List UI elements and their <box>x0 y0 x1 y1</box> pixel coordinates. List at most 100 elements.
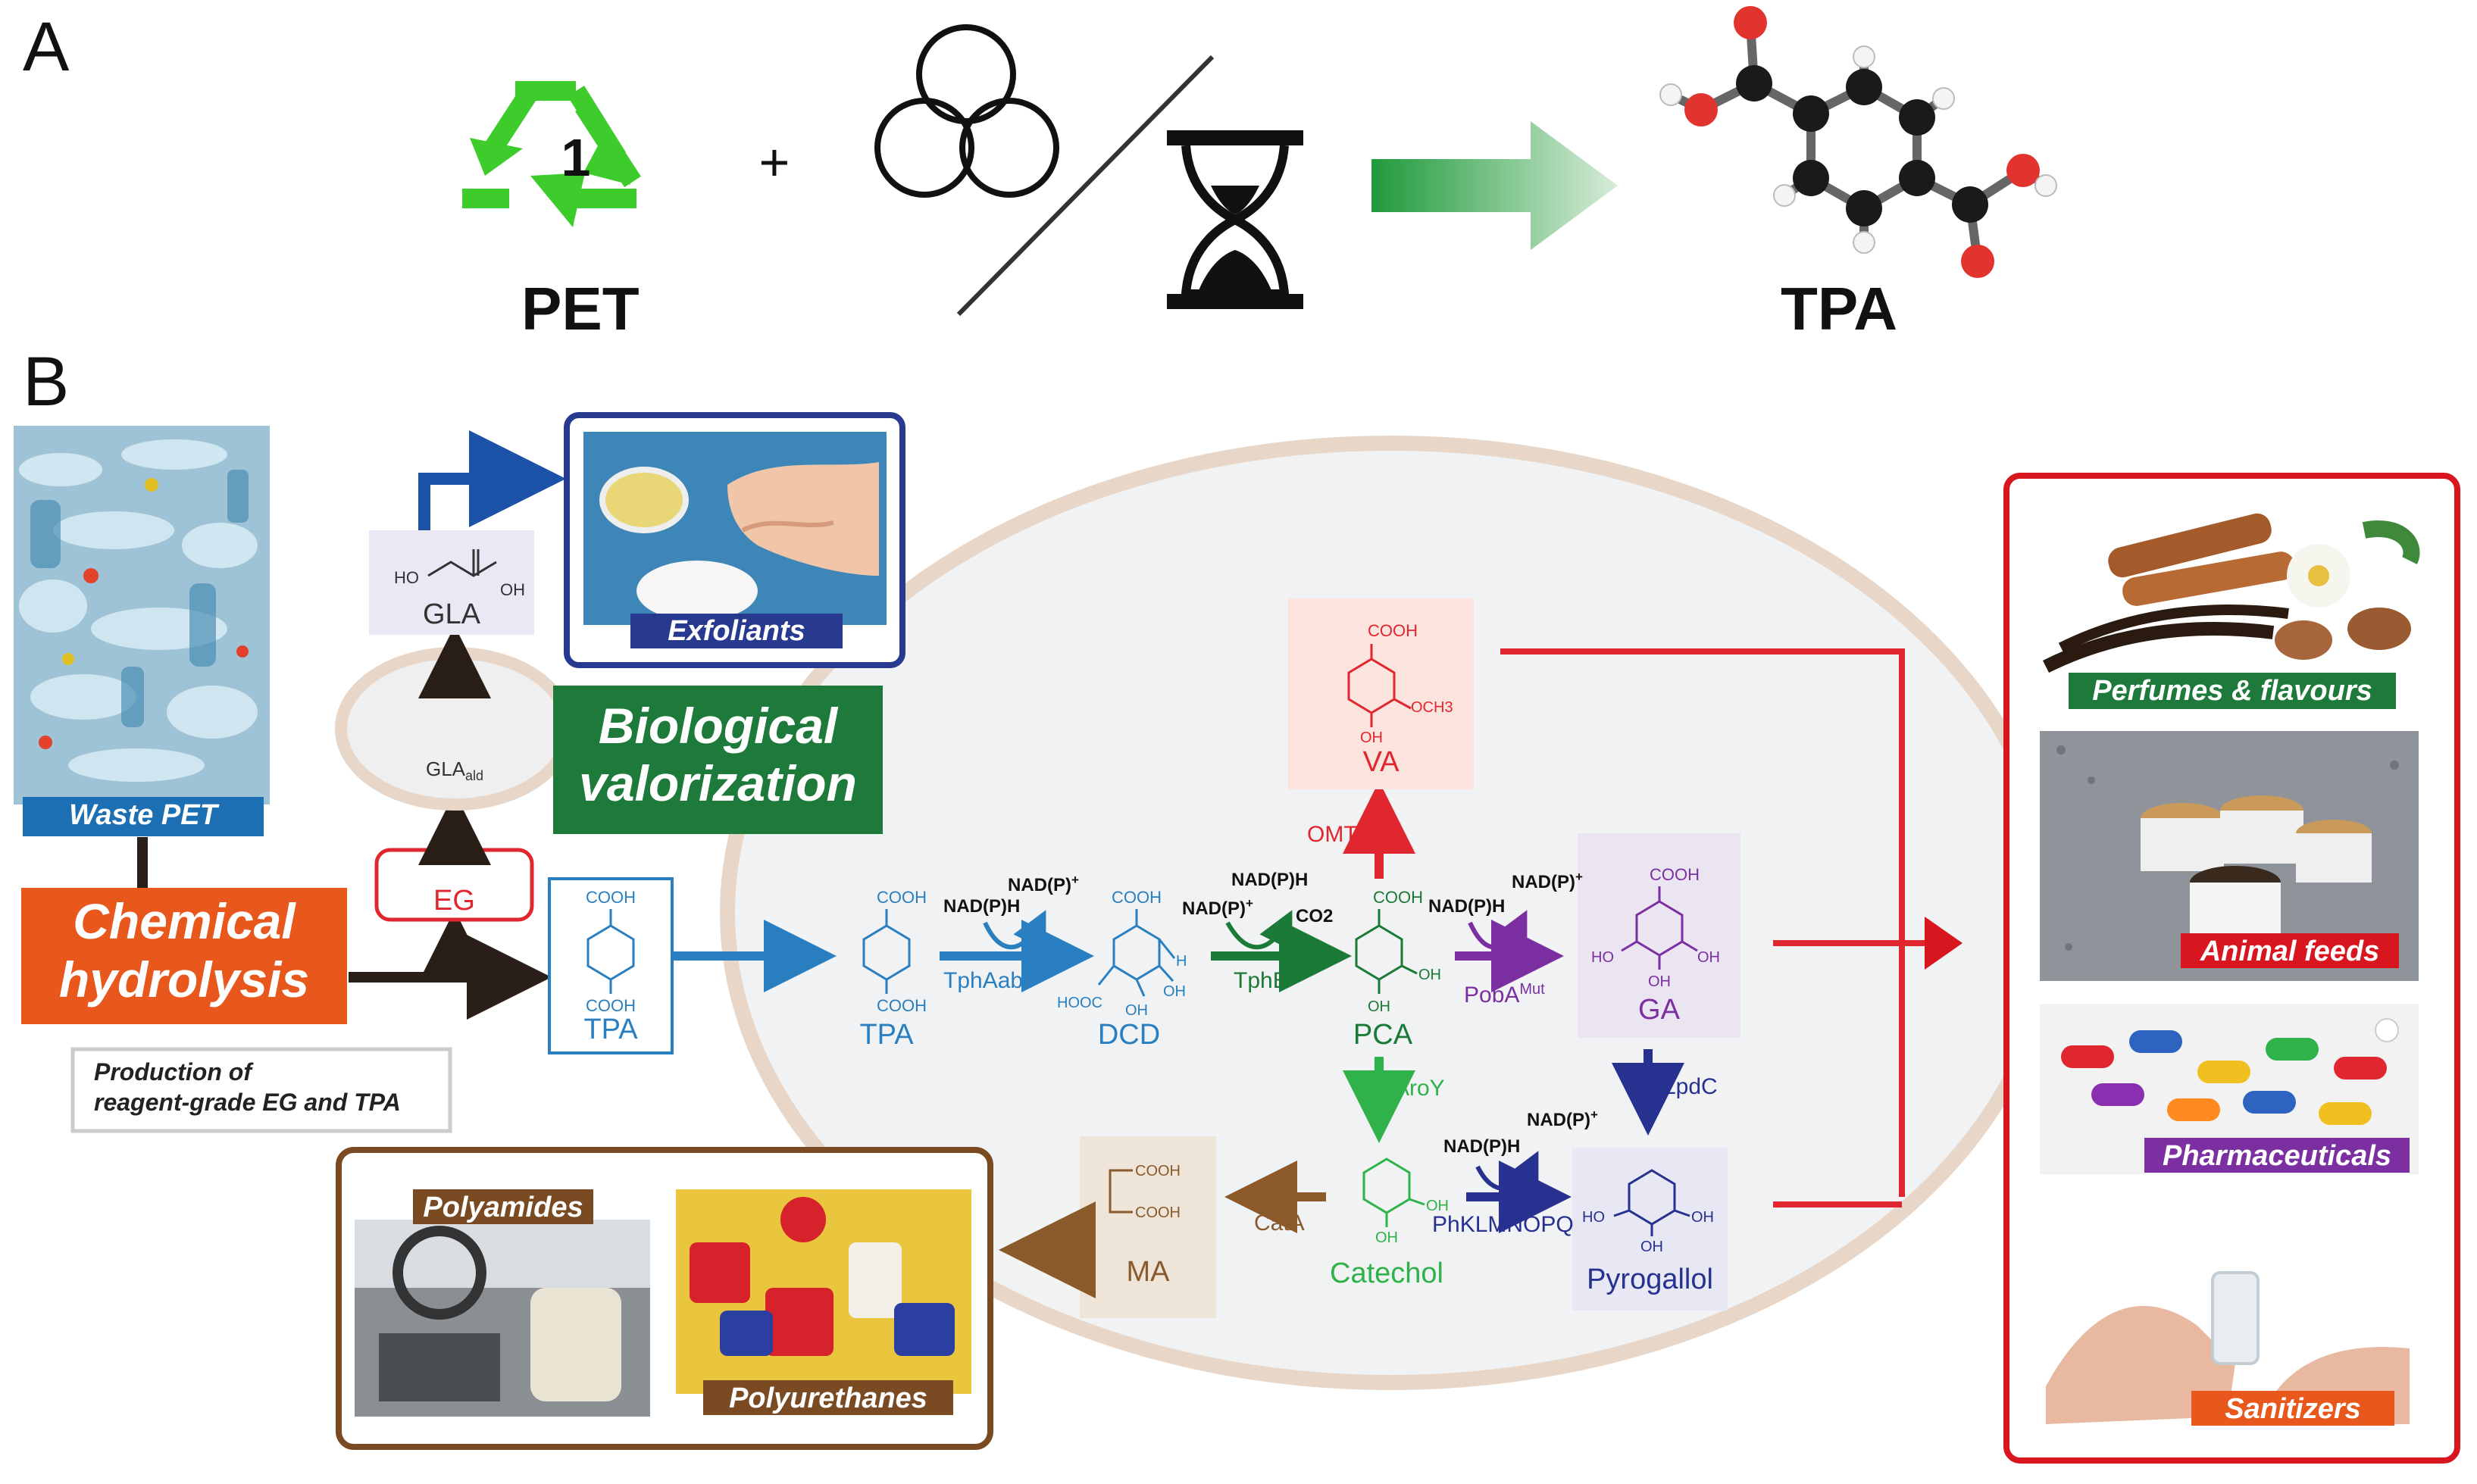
bio-valorization-line2: valorization <box>579 755 857 811</box>
cofactor-co2: CO2 <box>1296 906 1334 926</box>
nadp-3-text: NAD(P) <box>1512 872 1575 892</box>
hourglass-icon <box>1167 130 1303 309</box>
gla-box <box>369 530 534 635</box>
omt-label: OMT <box>1307 822 1358 847</box>
ma-label: MA <box>1126 1256 1170 1288</box>
va-box <box>1288 598 1474 789</box>
gla-to-exfoliants-arrow <box>418 430 566 530</box>
glaald-label: GLAald <box>379 758 530 784</box>
waste-pet-tag-bg <box>23 797 264 836</box>
production-note-line1: Production of <box>94 1058 252 1086</box>
va-structure <box>1347 644 1412 727</box>
va-to-products-line <box>1500 648 1905 1197</box>
dcd-oh1: OH <box>1125 1002 1148 1019</box>
pobA-text: PobA <box>1464 983 1520 1008</box>
chemical-hydrolysis-box <box>21 888 347 1024</box>
pobA-cofactor-arc <box>1468 910 1528 951</box>
pyrogallol-structure <box>1613 1169 1690 1236</box>
tphAabc-label: TphAabc <box>943 968 1035 993</box>
tpa-cell-cooh-bottom: COOH <box>877 996 927 1015</box>
pet-number: 1 <box>561 128 591 187</box>
bio-valorization-box <box>553 686 883 834</box>
conversion-arrow <box>1371 121 1618 250</box>
lpdC-label: LpdC <box>1663 1074 1718 1099</box>
nadp-1-plus: + <box>1071 873 1079 887</box>
exfoliants-tag-bg <box>630 614 843 648</box>
animal-feeds-tag-bg <box>2181 933 2399 968</box>
products-arrowhead <box>1925 917 1963 970</box>
panel-b-letter: B <box>23 343 70 420</box>
pet-recycle-arrowheads <box>470 130 630 227</box>
pharmaceuticals-tag-bg <box>2144 1138 2410 1173</box>
tphB-cofactor-arc <box>1225 910 1293 951</box>
gla-structure <box>427 549 497 577</box>
production-note-line2: reagent-grade EG and TPA <box>94 1089 401 1116</box>
tpa-entry-cooh-bottom: COOH <box>586 996 636 1015</box>
dcd-cooh: COOH <box>1112 888 1162 907</box>
ga-oh2: OH <box>1648 973 1671 990</box>
panel-a-letter: A <box>23 8 70 86</box>
nadp-2-plus: + <box>1246 896 1253 911</box>
va-label: VA <box>1362 746 1400 778</box>
dcd-h: H <box>1176 953 1187 970</box>
slash-divider <box>956 55 1215 317</box>
polyurethanes-tag: Polyurethanes <box>729 1382 927 1414</box>
polyurethanes-photo <box>676 1189 971 1394</box>
tpa-entry-box <box>548 877 674 1054</box>
polyurethanes-tag-bg <box>703 1380 953 1415</box>
animal-feeds-tag: Animal feeds <box>2200 936 2380 967</box>
ga-structure <box>1621 886 1698 970</box>
pyrogallol-oh2: OH <box>1640 1239 1663 1255</box>
catechol-label: Catechol <box>1330 1257 1443 1289</box>
catechol-oh1: OH <box>1426 1198 1449 1214</box>
waste-pet-photo <box>14 426 270 804</box>
pyrogallol-ho: HO <box>1582 1209 1605 1226</box>
ga-oh1: OH <box>1697 949 1720 966</box>
nadp-2-text: NAD(P) <box>1182 898 1246 919</box>
ma-structure <box>1109 1169 1133 1214</box>
tpa-cell-cooh-top: COOH <box>877 888 927 907</box>
phKLMNOPQ-label: PhKLMNOPQ <box>1432 1212 1574 1237</box>
catechol-oh2: OH <box>1375 1229 1398 1246</box>
ma-cooh2: COOH <box>1135 1204 1181 1221</box>
dcd-label: DCD <box>1097 1019 1161 1051</box>
pca-label: PCA <box>1353 1019 1413 1051</box>
tpa-label: TPA <box>1781 275 1898 342</box>
tpa-entry-label: TPA <box>583 1014 638 1045</box>
pca-oh2: OH <box>1368 998 1390 1015</box>
ma-cooh1: COOH <box>1135 1163 1181 1179</box>
gla-label: GLA <box>422 598 481 630</box>
nadp-3-plus: + <box>1575 870 1583 884</box>
polyamides-tag: Polyamides <box>423 1192 583 1223</box>
tphB-label: TphB <box>1234 968 1288 993</box>
dcd-oh2: OH <box>1163 983 1186 1000</box>
chemical-hydrolysis-line1: Chemical <box>73 893 296 949</box>
waste-pet-tag: Waste PET <box>69 799 217 831</box>
plus-sign: + <box>759 133 790 192</box>
polyamides-tag-bg <box>413 1189 593 1224</box>
dcd-structure <box>1097 909 1176 997</box>
catechol-structure <box>1362 1158 1425 1227</box>
cofactor-nadp-4: NAD(P)+ <box>1527 1108 1598 1131</box>
ga-box <box>1578 833 1740 1038</box>
ga-ho: HO <box>1591 949 1614 966</box>
tpa-entry-structure <box>586 909 635 994</box>
tphAabc-cofactor-arc <box>983 910 1046 951</box>
cofactor-nadph-3: NAD(P)H <box>1428 896 1506 917</box>
pharmaceuticals-tag: Pharmaceuticals <box>2162 1140 2392 1172</box>
ma-box <box>1080 1136 1216 1318</box>
pyrogallol-box <box>1572 1148 1728 1311</box>
tpa-cell-structure <box>862 909 911 994</box>
tpa-molecule-model <box>1659 6 2057 278</box>
exfoliants-photo <box>583 432 887 625</box>
pca-cooh: COOH <box>1373 888 1423 907</box>
cofactor-nadp-2: NAD(P)+ <box>1182 896 1253 920</box>
pyrogallol-label: Pyrogallol <box>1587 1264 1713 1295</box>
perfumes-tag: Perfumes & flavours <box>2092 675 2372 707</box>
cofactor-nadph-4: NAD(P)H <box>1443 1136 1521 1157</box>
polyamides-photo <box>355 1220 650 1417</box>
production-note-box <box>70 1047 452 1133</box>
catA-label: CatA <box>1254 1211 1305 1236</box>
pyrogallol-oh1: OH <box>1691 1209 1714 1226</box>
